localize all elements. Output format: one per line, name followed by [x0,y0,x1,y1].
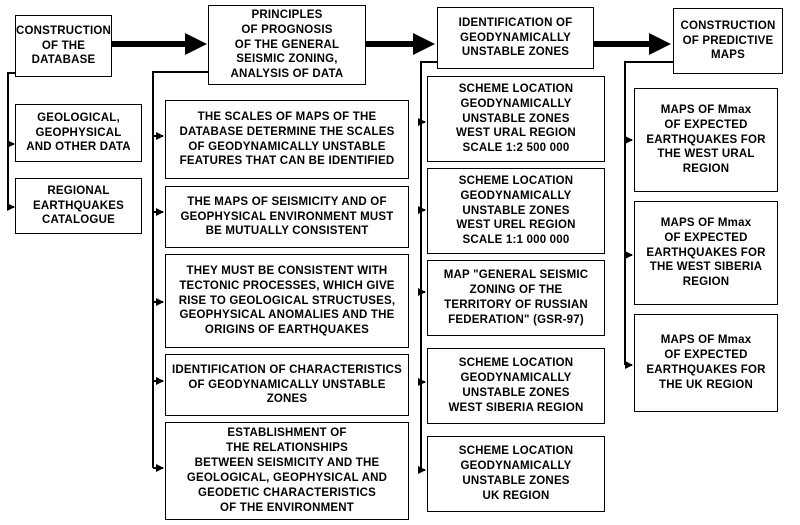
principle-item-consistency: THE MAPS OF SEISMICITY AND OF GEOPHYSICA… [165,186,409,248]
principle-item-label: THE SCALES OF MAPS OF THE DATABASE DETER… [179,110,395,168]
predictive-item-uk: MAPS OF Mmax OF EXPECTED EARTHQUAKES FOR… [634,314,778,412]
identification-item-gsr97-map: MAP "GENERAL SEISMIC ZONING OF THE TERRI… [427,260,605,336]
construction-database-box: CONSTRUCTION OF THE DATABASE [15,15,112,77]
identification-item-label: SCHEME LOCATION GEODYNAMICALLY UNSTABLE … [458,445,574,502]
construction-database-label: CONSTRUCTION OF THE DATABASE [15,24,112,67]
arrow-head-1 [185,33,207,55]
main-flow-arrows [112,33,671,55]
principles-box: PRINCIPLES OF PROGNOSIS OF THE GENERAL S… [208,5,366,85]
principle-item-label: THE MAPS OF SEISMICITY AND OF GEOPHYSICA… [180,195,394,238]
database-item-label: GEOLOGICAL, GEOPHYSICAL AND OTHER DATA [26,111,131,154]
principle-item-relationships: ESTABLISHMENT OF THE RELATIONSHIPS BETWE… [165,422,409,520]
arrow-head-3 [649,33,671,55]
principle-item-label: THEY MUST BE CONSISTENT WITH TECTONIC PR… [178,264,396,337]
predictive-item-west-ural: MAPS OF Mmax OF EXPECTED EARTHQUAKES FOR… [634,88,778,192]
principle-item-tectonic: THEY MUST BE CONSISTENT WITH TECTONIC PR… [165,254,409,348]
identification-item-label: SCHEME LOCATION GEODYNAMICALLY UNSTABLE … [456,82,576,155]
database-item-label: REGIONAL EARTHQUAKES CATALOGUE [32,184,124,227]
principle-item-label: ESTABLISHMENT OF THE RELATIONSHIPS BETWE… [186,427,388,514]
identification-item-label: SCHEME LOCATION GEODYNAMICALLY UNSTABLE … [448,357,584,414]
identification-item-uk: SCHEME LOCATION GEODYNAMICALLY UNSTABLE … [427,436,605,512]
identification-item-west-ural-2500000: SCHEME LOCATION GEODYNAMICALLY UNSTABLE … [427,76,605,162]
predictive-item-label: MAPS OF Mmax OF EXPECTED EARTHQUAKES FOR… [646,216,766,289]
predictive-item-label: MAPS OF Mmax OF EXPECTED EARTHQUAKES FOR… [646,103,766,176]
identification-label: IDENTIFICATION OF GEODYNAMICALLY UNSTABL… [458,16,573,59]
database-item-geological: GEOLOGICAL, GEOPHYSICAL AND OTHER DATA [15,104,142,162]
predictive-box: CONSTRUCTION OF PREDICTIVE MAPS [673,8,783,74]
identification-item-label: MAP "GENERAL SEISMIC ZONING OF THE TERRI… [443,269,589,326]
principle-item-label: IDENTIFICATION OF CHARACTERISTICS OF GEO… [172,363,402,406]
principle-item-characteristics: IDENTIFICATION OF CHARACTERISTICS OF GEO… [165,354,409,416]
predictive-item-west-siberia: MAPS OF Mmax OF EXPECTED EARTHQUAKES FOR… [634,201,778,305]
identification-item-label: SCHEME LOCATION GEODYNAMICALLY UNSTABLE … [456,174,576,247]
arrow-head-2 [413,33,435,55]
identification-box: IDENTIFICATION OF GEODYNAMICALLY UNSTABL… [437,7,594,69]
database-item-catalogue: REGIONAL EARTHQUAKES CATALOGUE [15,178,142,234]
identification-item-west-urel-1000000: SCHEME LOCATION GEODYNAMICALLY UNSTABLE … [427,168,605,254]
predictive-item-label: MAPS OF Mmax OF EXPECTED EARTHQUAKES FOR… [646,334,766,391]
identification-item-west-siberia: SCHEME LOCATION GEODYNAMICALLY UNSTABLE … [427,348,605,424]
predictive-label: CONSTRUCTION OF PREDICTIVE MAPS [680,19,776,62]
principles-label: PRINCIPLES OF PROGNOSIS OF THE GENERAL S… [230,8,344,81]
principle-item-scales: THE SCALES OF MAPS OF THE DATABASE DETER… [165,100,409,179]
